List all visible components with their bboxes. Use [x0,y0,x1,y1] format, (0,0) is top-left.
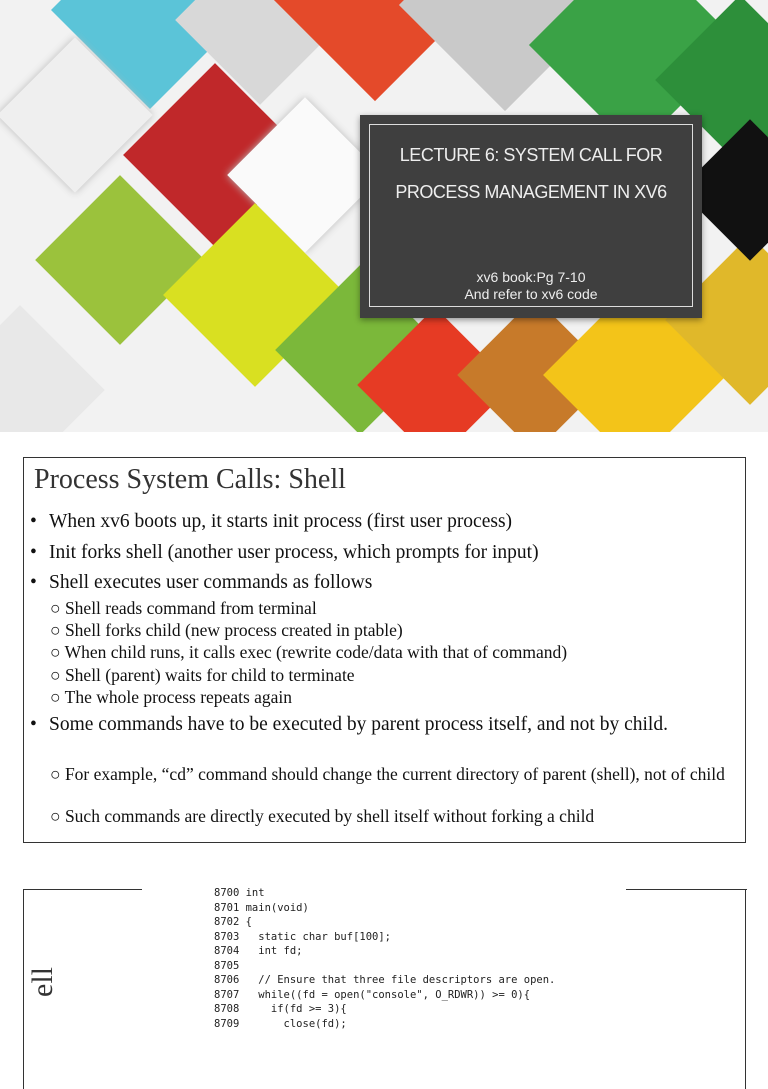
code-line: 8706 // Ensure that three file descripto… [214,974,556,986]
bullet: When xv6 boots up, it starts init proces… [30,509,512,535]
code-line: 8702 { [214,916,252,928]
sub-bullet: ○ For example, “cd” command should chang… [50,764,725,784]
code-line: 8704 int fd; [214,945,303,957]
lecture-title-line2: PROCESS MANAGEMENT IN XV6 [395,182,667,202]
subtitle-line2: And refer to xv6 code [464,286,598,302]
bullet: Init forks shell (another user process, … [30,540,539,566]
content-slide: Process System Calls: Shell When xv6 boo… [23,457,746,843]
title-slide: LECTURE 6: SYSTEM CALL FOR PROCESS MANAG… [0,0,768,432]
sub-bullet: ○ Shell reads command from terminal [50,598,317,618]
bullet: Some commands have to be executed by par… [30,712,735,738]
code-line: 8705 [214,959,240,972]
code-line: 8701 main(void) [214,901,309,914]
code-line: 8700 int [214,887,265,899]
sub-bullet: ○ The whole process repeats again [50,687,293,707]
slide-title: Process System Calls: Shell [34,464,346,495]
code-line: 8707 while((fd = open("console", O_RDWR)… [214,988,531,1001]
lecture-title-line1: LECTURE 6: SYSTEM CALL FOR [399,145,663,165]
rotated-side-title: ell [26,967,59,997]
code-listing: 8700 int 8701 main(void) 8702 { 8703 static… [214,886,555,1031]
title-box: LECTURE 6: SYSTEM CALL FOR PROCESS MANAG… [360,115,702,318]
sub-bullet: ○ Shell forks child (new process created… [50,620,403,640]
bullet: Shell executes user commands as follows [30,570,372,596]
sub-bullet: ○ When child runs, it calls exec (rewrit… [50,642,568,662]
subtitle-line1: xv6 book:Pg 7-10 [476,269,586,285]
sub-bullet: ○ Such commands are directly executed by… [50,806,595,826]
sub-bullet: ○ Shell (parent) waits for child to term… [50,665,355,685]
code-line: 8708 if(fd >= 3){ [214,1003,347,1015]
code-line: 8703 static char buf[100]; [214,930,392,943]
code-slide: ell 8700 int 8701 main(void) 8702 { 8703 st… [23,886,747,1089]
